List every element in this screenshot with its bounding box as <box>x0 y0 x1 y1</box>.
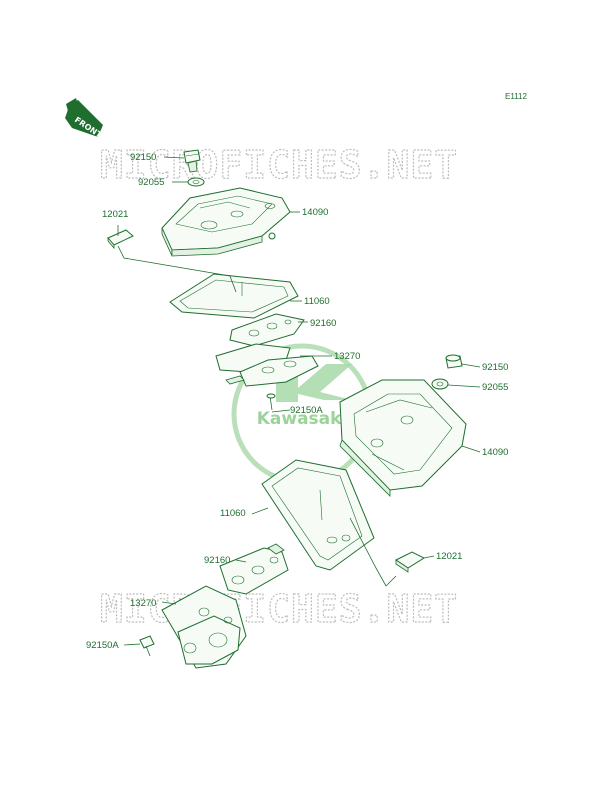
callout-top-cover: 14090 <box>302 207 328 218</box>
callout-top-gasket: 11060 <box>304 296 330 307</box>
logo-text: Kawasaki <box>257 409 348 429</box>
callout-top-plate: 13270 <box>334 351 360 362</box>
callout-top-washer: 92055 <box>138 177 164 188</box>
right-bolt-part <box>445 354 463 369</box>
top-plate-gasket-part <box>229 313 305 347</box>
callout-lower-screw: 92150A <box>86 640 119 651</box>
watermark-bottom: MICROFICHES.NET <box>100 587 458 631</box>
top-cap-part <box>107 229 134 250</box>
top-screw-part <box>266 393 276 411</box>
callout-top-plate-gasket: 92160 <box>310 318 336 329</box>
front-arrow-icon: FRONT <box>65 98 104 140</box>
lower-cap-part <box>395 551 426 573</box>
lower-screw-part <box>139 635 155 657</box>
lower-gasket-part <box>261 459 375 571</box>
top-cover-part <box>161 187 291 257</box>
callout-lower-gasket: 11060 <box>220 508 246 519</box>
reference-code: E1112 <box>505 92 527 101</box>
leader-lines <box>117 156 481 646</box>
right-cover-part <box>339 379 467 497</box>
top-gasket-part <box>169 273 299 319</box>
callout-right-washer: 92055 <box>482 382 508 393</box>
callout-right-cover: 14090 <box>482 447 508 458</box>
callout-top-bolt: 92150 <box>130 152 156 163</box>
lower-plate-part <box>161 585 247 669</box>
top-bolt-part <box>183 149 201 173</box>
lower-plate-gasket-part <box>219 543 289 595</box>
right-washer-part <box>431 378 449 390</box>
callout-lower-plate: 13270 <box>130 598 156 609</box>
watermark-top: MICROFICHES.NET <box>100 143 458 187</box>
callout-lower-cap: 12021 <box>436 551 462 562</box>
callout-lower-plate-gasket: 92160 <box>204 555 230 566</box>
top-plate-part <box>215 343 319 387</box>
callout-top-screw: 92150A <box>290 405 323 416</box>
top-washer-part <box>187 177 205 187</box>
callout-top-cap: 12021 <box>102 209 128 220</box>
callout-right-bolt: 92150 <box>482 362 508 373</box>
